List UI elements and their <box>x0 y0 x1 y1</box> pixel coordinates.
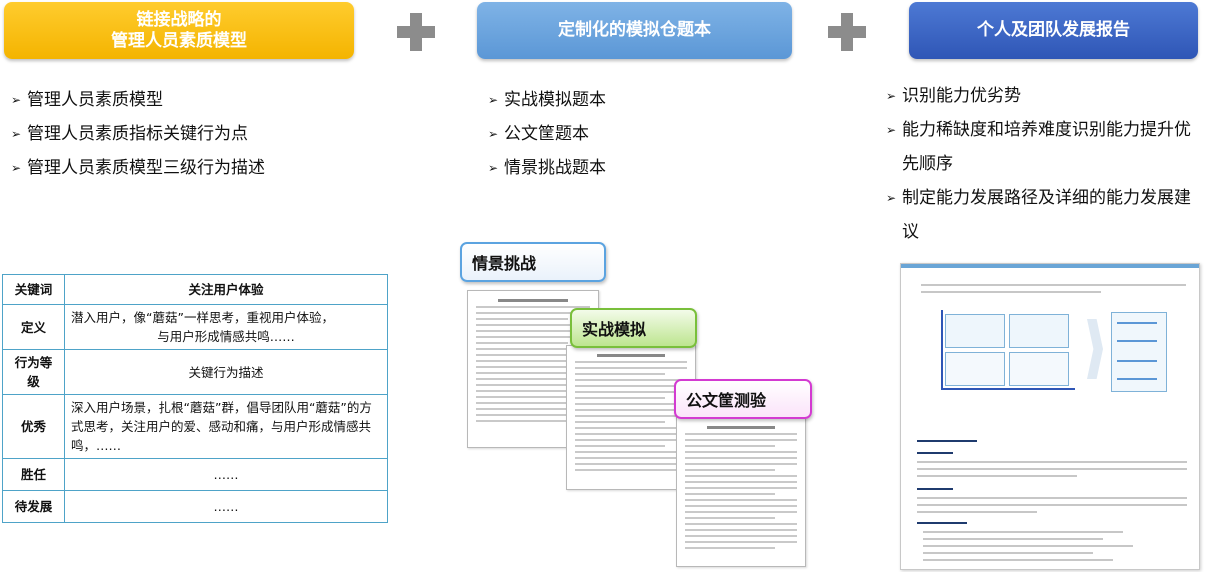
list-item: ➢制定能力发展路径及详细的能力发展建议 <box>886 181 1206 249</box>
table-cell: …… <box>64 458 388 491</box>
table-row: 行为等级 关键行为描述 <box>2 349 388 395</box>
table-cell: 优秀 <box>2 394 65 459</box>
table-row: 优秀 深入用户场景，扎根“蘑菇”群，倡导团队用“蘑菇”的方式思考，关注用户的爱、… <box>2 394 388 459</box>
table-row: 定义 潜入用户，像“蘑菇”一样思考，重视用户体验，与用户形成情感共鸣…… <box>2 304 388 350</box>
header-competency-line2: 管理人员素质模型 <box>111 30 247 51</box>
table-cell: 潜入用户，像“蘑菇”一样思考，重视用户体验，与用户形成情感共鸣…… <box>64 304 388 350</box>
list-item: ➢识别能力优劣势 <box>886 79 1206 113</box>
header-development-report: 个人及团队发展报告 <box>909 2 1198 59</box>
table-row: 胜任 …… <box>2 458 388 491</box>
arrow-bullet-icon: ➢ <box>886 123 897 137</box>
table-cell: 胜任 <box>2 458 65 491</box>
report-list: ➢识别能力优劣势 ➢能力稀缺度和培养难度识别能力提升优先顺序 ➢制定能力发展路径… <box>886 79 1206 249</box>
competency-table: 关键词 关注用户体验 定义 潜入用户，像“蘑菇”一样思考，重视用户体验，与用户形… <box>2 274 388 523</box>
competency-list: ➢管理人员素质模型 ➢管理人员素质指标关键行为点 ➢管理人员素质模型三级行为描述 <box>11 83 265 185</box>
table-row: 关键词 关注用户体验 <box>2 274 388 305</box>
list-item: ➢情景挑战题本 <box>488 151 606 185</box>
header-simulation-books: 定制化的模拟仓题本 <box>477 2 792 59</box>
table-cell: 待发展 <box>2 490 65 523</box>
arrow-bullet-icon: ➢ <box>488 93 499 107</box>
table-row: 待发展 …… <box>2 490 388 523</box>
list-item: ➢管理人员素质模型三级行为描述 <box>11 151 265 185</box>
document-thumbnail <box>566 345 696 490</box>
list-item: ➢实战模拟题本 <box>488 83 606 117</box>
table-cell: 深入用户场景，扎根“蘑菇”群，倡导团队用“蘑菇”的方式思考，关注用户的爱、感动和… <box>64 394 388 459</box>
plus-icon <box>828 13 866 51</box>
table-cell: 定义 <box>2 304 65 350</box>
tag-in-basket-test: 公文筐测验 <box>674 379 812 419</box>
arrow-bullet-icon: ➢ <box>886 191 897 205</box>
arrow-bullet-icon: ➢ <box>886 89 897 103</box>
simulation-list: ➢实战模拟题本 ➢公文筐题本 ➢情景挑战题本 <box>488 83 606 185</box>
header-competency-model: 链接战略的 管理人员素质模型 <box>4 2 354 59</box>
list-item: ➢管理人员素质模型 <box>11 83 265 117</box>
list-item: ➢管理人员素质指标关键行为点 <box>11 117 265 151</box>
table-cell: 关键行为描述 <box>64 349 388 395</box>
header-report-text: 个人及团队发展报告 <box>977 20 1130 40</box>
arrow-bullet-icon: ➢ <box>11 127 22 141</box>
plus-icon <box>397 13 435 51</box>
table-cell: …… <box>64 490 388 523</box>
report-thumbnail <box>900 263 1200 570</box>
arrow-bullet-icon: ➢ <box>488 127 499 141</box>
arrow-bullet-icon: ➢ <box>11 93 22 107</box>
header-simulation-text: 定制化的模拟仓题本 <box>558 20 711 40</box>
table-cell: 行为等级 <box>2 349 65 395</box>
document-thumbnail <box>676 417 806 567</box>
tag-scenario-challenge: 情景挑战 <box>460 242 606 282</box>
list-item: ➢公文筐题本 <box>488 117 606 151</box>
arrow-bullet-icon: ➢ <box>488 161 499 175</box>
table-cell: 关注用户体验 <box>64 274 388 305</box>
arrow-bullet-icon: ➢ <box>11 161 22 175</box>
table-cell: 关键词 <box>2 274 65 305</box>
tag-practical-simulation: 实战模拟 <box>570 308 697 348</box>
list-item: ➢能力稀缺度和培养难度识别能力提升优先顺序 <box>886 113 1206 181</box>
header-competency-line1: 链接战略的 <box>136 9 222 30</box>
